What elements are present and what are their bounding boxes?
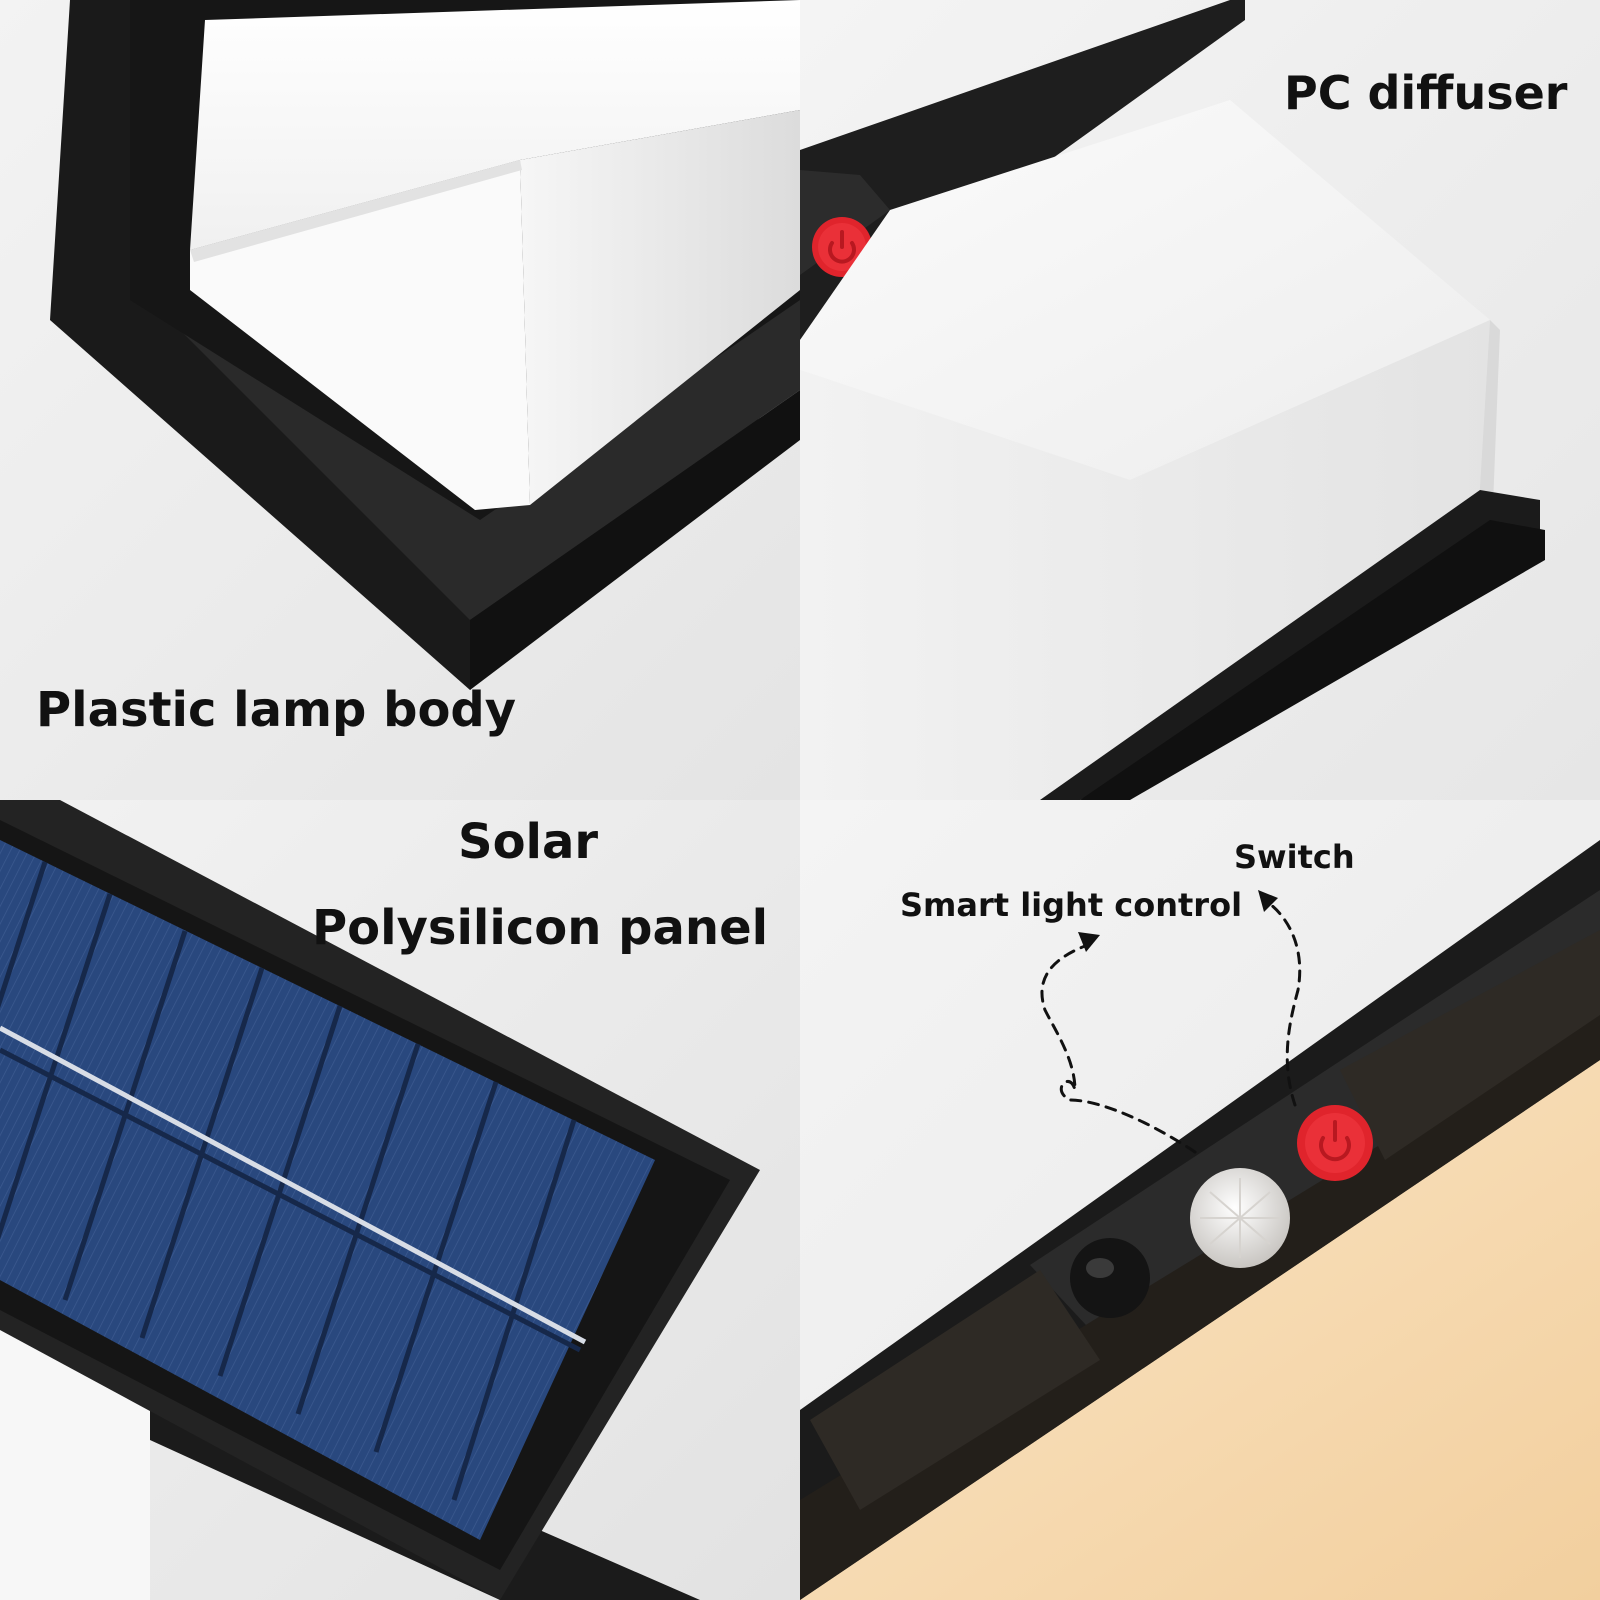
pc-diffuser-photo: [800, 0, 1600, 800]
caption-pc-diffuser: PC diffuser: [1284, 66, 1568, 120]
dashed-arrow-icon: [1040, 902, 1302, 1154]
light-sensor-icon: [1070, 1238, 1150, 1318]
label-switch: Switch: [1234, 838, 1355, 876]
label-smart-light-control: Smart light control: [900, 886, 1243, 924]
pir-sensor-icon: [1190, 1168, 1290, 1268]
power-icon: [1297, 1105, 1373, 1181]
panel-lamp-body: Plastic lamp body: [0, 0, 800, 800]
lamp-body-photo: [0, 0, 800, 800]
arrow-head: [1258, 890, 1278, 912]
solar-cells: [0, 840, 655, 1540]
caption-plastic-lamp-body: Plastic lamp body: [36, 682, 517, 738]
panel-pc-diffuser: PC diffuser: [800, 0, 1600, 800]
caption-polysilicon-panel: Polysilicon panel: [312, 900, 769, 956]
caption-solar: Solar: [458, 814, 599, 870]
arrow-head: [1078, 932, 1100, 952]
solar-panel-photo: [0, 800, 800, 1600]
controls-photo: [800, 800, 1600, 1600]
panel-solar: Solar Polysilicon panel: [0, 800, 800, 1600]
panel-controls: Smart light control Switch: [800, 800, 1600, 1600]
